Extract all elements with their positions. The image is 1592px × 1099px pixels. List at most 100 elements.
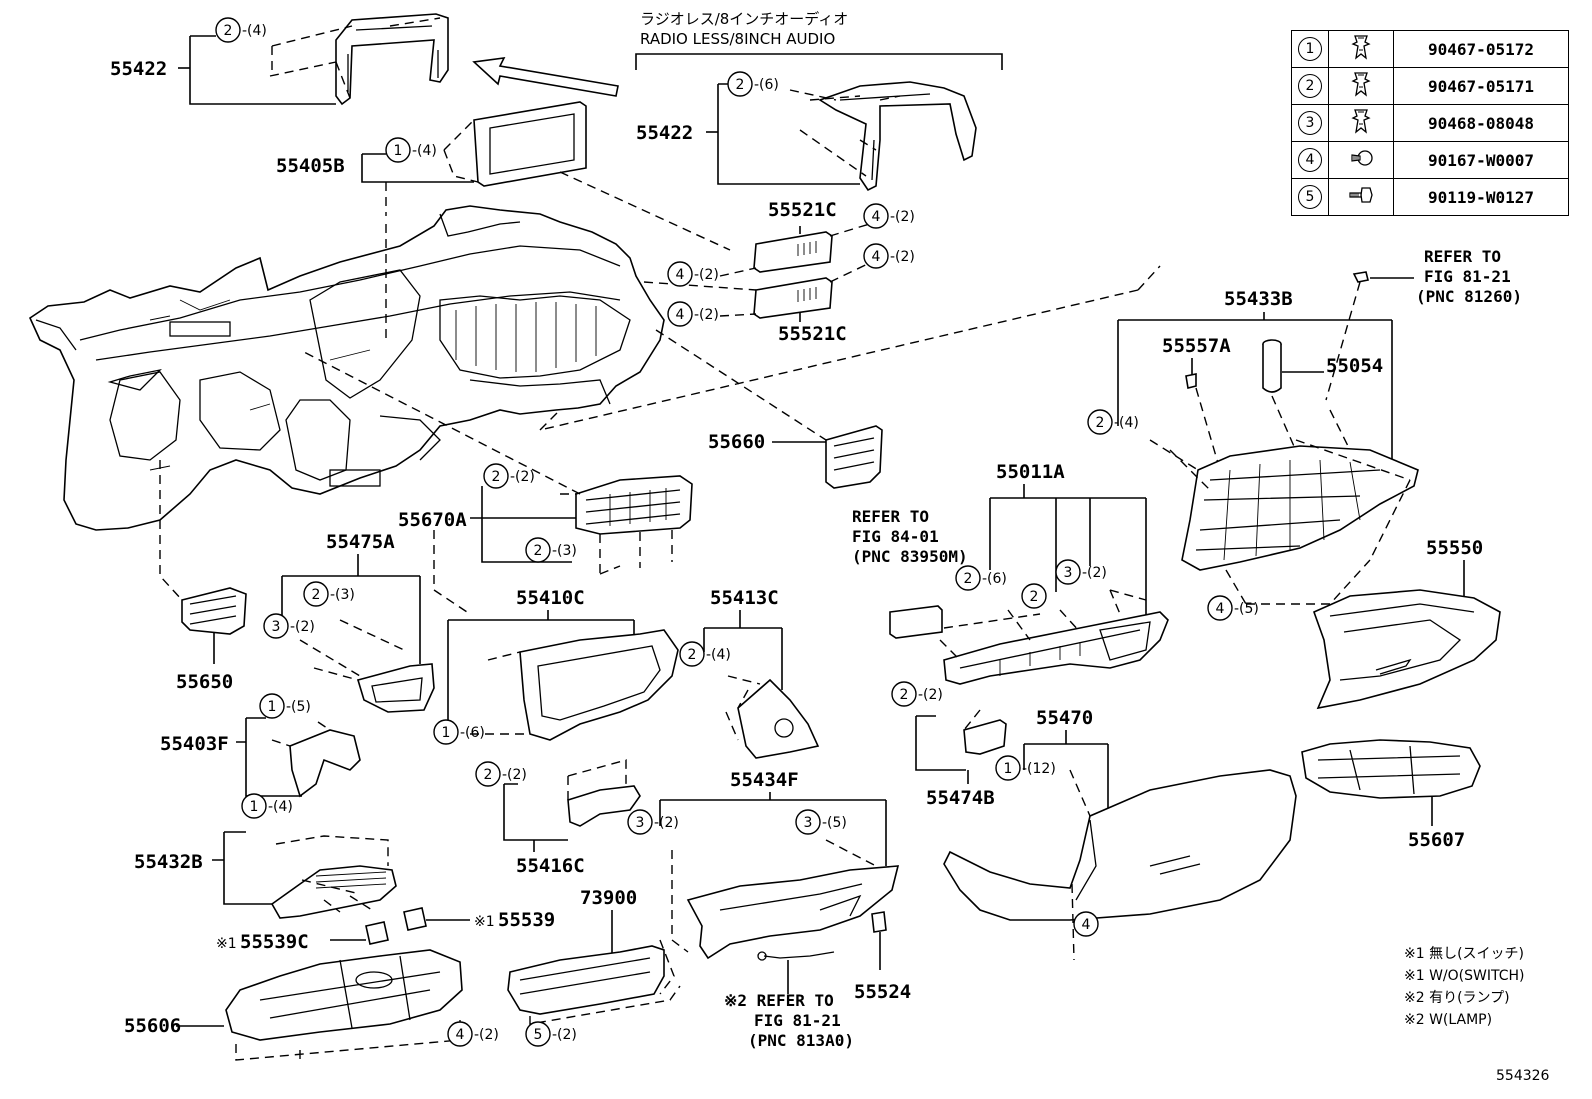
callout-quantity: -(5) xyxy=(1234,601,1259,617)
part-55432B-knee-cover-illustration xyxy=(270,865,397,919)
part-label-55670A: 55670A xyxy=(398,509,467,531)
bracket-55470 xyxy=(1023,730,1109,816)
callout-circle xyxy=(727,71,753,97)
callout-circle xyxy=(627,809,653,835)
bracket-55434F xyxy=(659,792,887,866)
callout-quantity: -(2) xyxy=(474,1027,499,1043)
callout-circle xyxy=(995,755,1021,781)
callout-quantity: -(12) xyxy=(1022,761,1056,777)
callout-number: 2 xyxy=(1096,415,1105,431)
bracket-55405B xyxy=(361,153,474,183)
callout: 4 -(2) xyxy=(863,203,915,229)
callout: 4-(2) xyxy=(667,301,719,327)
bracket-55416C xyxy=(503,783,568,841)
part-label-55405B: 55405B xyxy=(276,155,345,177)
callout: 3-(5) xyxy=(795,809,847,835)
callout-quantity: -(3) xyxy=(330,587,355,603)
callout-circle xyxy=(1073,911,1099,937)
callout-number: 4 xyxy=(1216,601,1225,617)
part-label-55521C-upper: 55521C xyxy=(768,199,837,221)
callout: 1-(6) xyxy=(433,719,485,745)
callout-number: 4 xyxy=(676,307,685,323)
part-label-55606: 55606 xyxy=(124,1015,181,1037)
fastener-part-number: 90167-W0007 xyxy=(1393,141,1569,179)
callout-number: 3 xyxy=(804,815,813,831)
mark-55539: ※1 xyxy=(474,914,495,930)
part-refer-switch-illustration xyxy=(889,605,943,639)
part-73900-glove-box-illustration xyxy=(507,945,665,1015)
part-55539-switch-illustration xyxy=(403,907,427,931)
fastener-key: 1 xyxy=(1298,37,1322,61)
callout: 2-(2) xyxy=(891,681,943,707)
callout-circle xyxy=(863,243,889,269)
part-55405B-display-bezel-illustration xyxy=(473,101,587,187)
callout: 2-(3) xyxy=(303,581,355,607)
part-55539C-switch-illustration xyxy=(365,921,389,945)
part-55054-lamp-illustration xyxy=(1262,339,1282,393)
callout-quantity: -(3) xyxy=(552,543,577,559)
refer-81260-line2: FIG 81-21 xyxy=(1424,267,1511,286)
bracket-55475A xyxy=(281,554,421,664)
part-55474B-switch-panel-illustration xyxy=(963,719,1007,755)
part-55433B-glove-box-door-illustration xyxy=(1181,445,1419,571)
callout-number: 2 xyxy=(736,77,745,93)
callout-circle xyxy=(433,719,459,745)
callout-number: 2 xyxy=(964,571,973,587)
clip-icon xyxy=(1328,67,1394,105)
part-label-55422-top: 55422 xyxy=(110,58,167,80)
part-label-55660: 55660 xyxy=(708,431,765,453)
part-label-55433B: 55433B xyxy=(1224,288,1293,310)
part-55606-under-cover-illustration xyxy=(225,949,463,1041)
callout-circle xyxy=(795,809,821,835)
note-line-4: ※2 W(LAMP) xyxy=(1404,1012,1492,1028)
callout: 1-(4) xyxy=(385,137,437,163)
callout-circle xyxy=(667,301,693,327)
callout-number: 4 xyxy=(872,209,881,225)
callout-quantity: -(2) xyxy=(1082,565,1107,581)
part-55416C-trim-illustration xyxy=(567,785,641,827)
part-label-55403F: 55403F xyxy=(160,733,229,755)
callout-number: 4 xyxy=(456,1027,465,1043)
part-55475A-vent-bezel-illustration xyxy=(356,663,435,713)
callout: 4 -(2) xyxy=(447,1021,499,1047)
callout-quantity: -(2) xyxy=(290,619,315,635)
callout: 3-(2) xyxy=(263,613,315,639)
bracket-55474B xyxy=(915,715,966,771)
callout: 2-(4) xyxy=(679,641,731,667)
callout-quantity: -(5) xyxy=(286,699,311,715)
part-label-55557A: 55557A xyxy=(1162,335,1231,357)
callout: 4-(2) xyxy=(863,243,915,269)
callout-number: 2 xyxy=(534,543,543,559)
part-55607-lower-tray-illustration xyxy=(1301,739,1481,799)
callout: 4-(2) xyxy=(667,261,719,287)
part-label-55607: 55607 xyxy=(1408,829,1465,851)
callout-circle xyxy=(1055,559,1081,585)
callout-number: 1 xyxy=(442,725,451,741)
callout-circle xyxy=(525,1021,551,1047)
callout-number: 2 xyxy=(484,767,493,783)
arrow-left-icon xyxy=(472,57,619,97)
callout: 2-(6) xyxy=(955,565,1007,591)
refer-81260-line1: REFER TO xyxy=(1424,247,1501,266)
callout-quantity: -(4) xyxy=(242,23,267,39)
part-55550-glove-box-illustration xyxy=(1312,589,1501,710)
part-label-55410C: 55410C xyxy=(516,587,585,609)
callout-circle xyxy=(955,565,981,591)
refer-813A0-line1: ※2 REFER TO xyxy=(724,991,834,1010)
variant-label-jp: ラジオレス/8インチオーディオ xyxy=(640,10,848,28)
callout-quantity: -(2) xyxy=(890,209,915,225)
callout: 3-(2) xyxy=(1055,559,1107,585)
part-55524-bulb-illustration xyxy=(871,911,887,933)
callout: 4 xyxy=(1073,911,1099,937)
part-55557A-illustration xyxy=(1185,373,1197,389)
callout-circle xyxy=(385,137,411,163)
bracket-55403F xyxy=(236,717,302,797)
part-label-55539C: 55539C xyxy=(240,931,309,953)
callout: 2-(6) xyxy=(727,71,779,97)
callout: 2 -(4) xyxy=(1087,409,1139,435)
callout-quantity: -(4) xyxy=(1114,415,1139,431)
refer-83950M-line2: FIG 84-01 xyxy=(852,527,939,546)
note-line-1: ※1 無し(スイッチ) xyxy=(1404,946,1524,962)
